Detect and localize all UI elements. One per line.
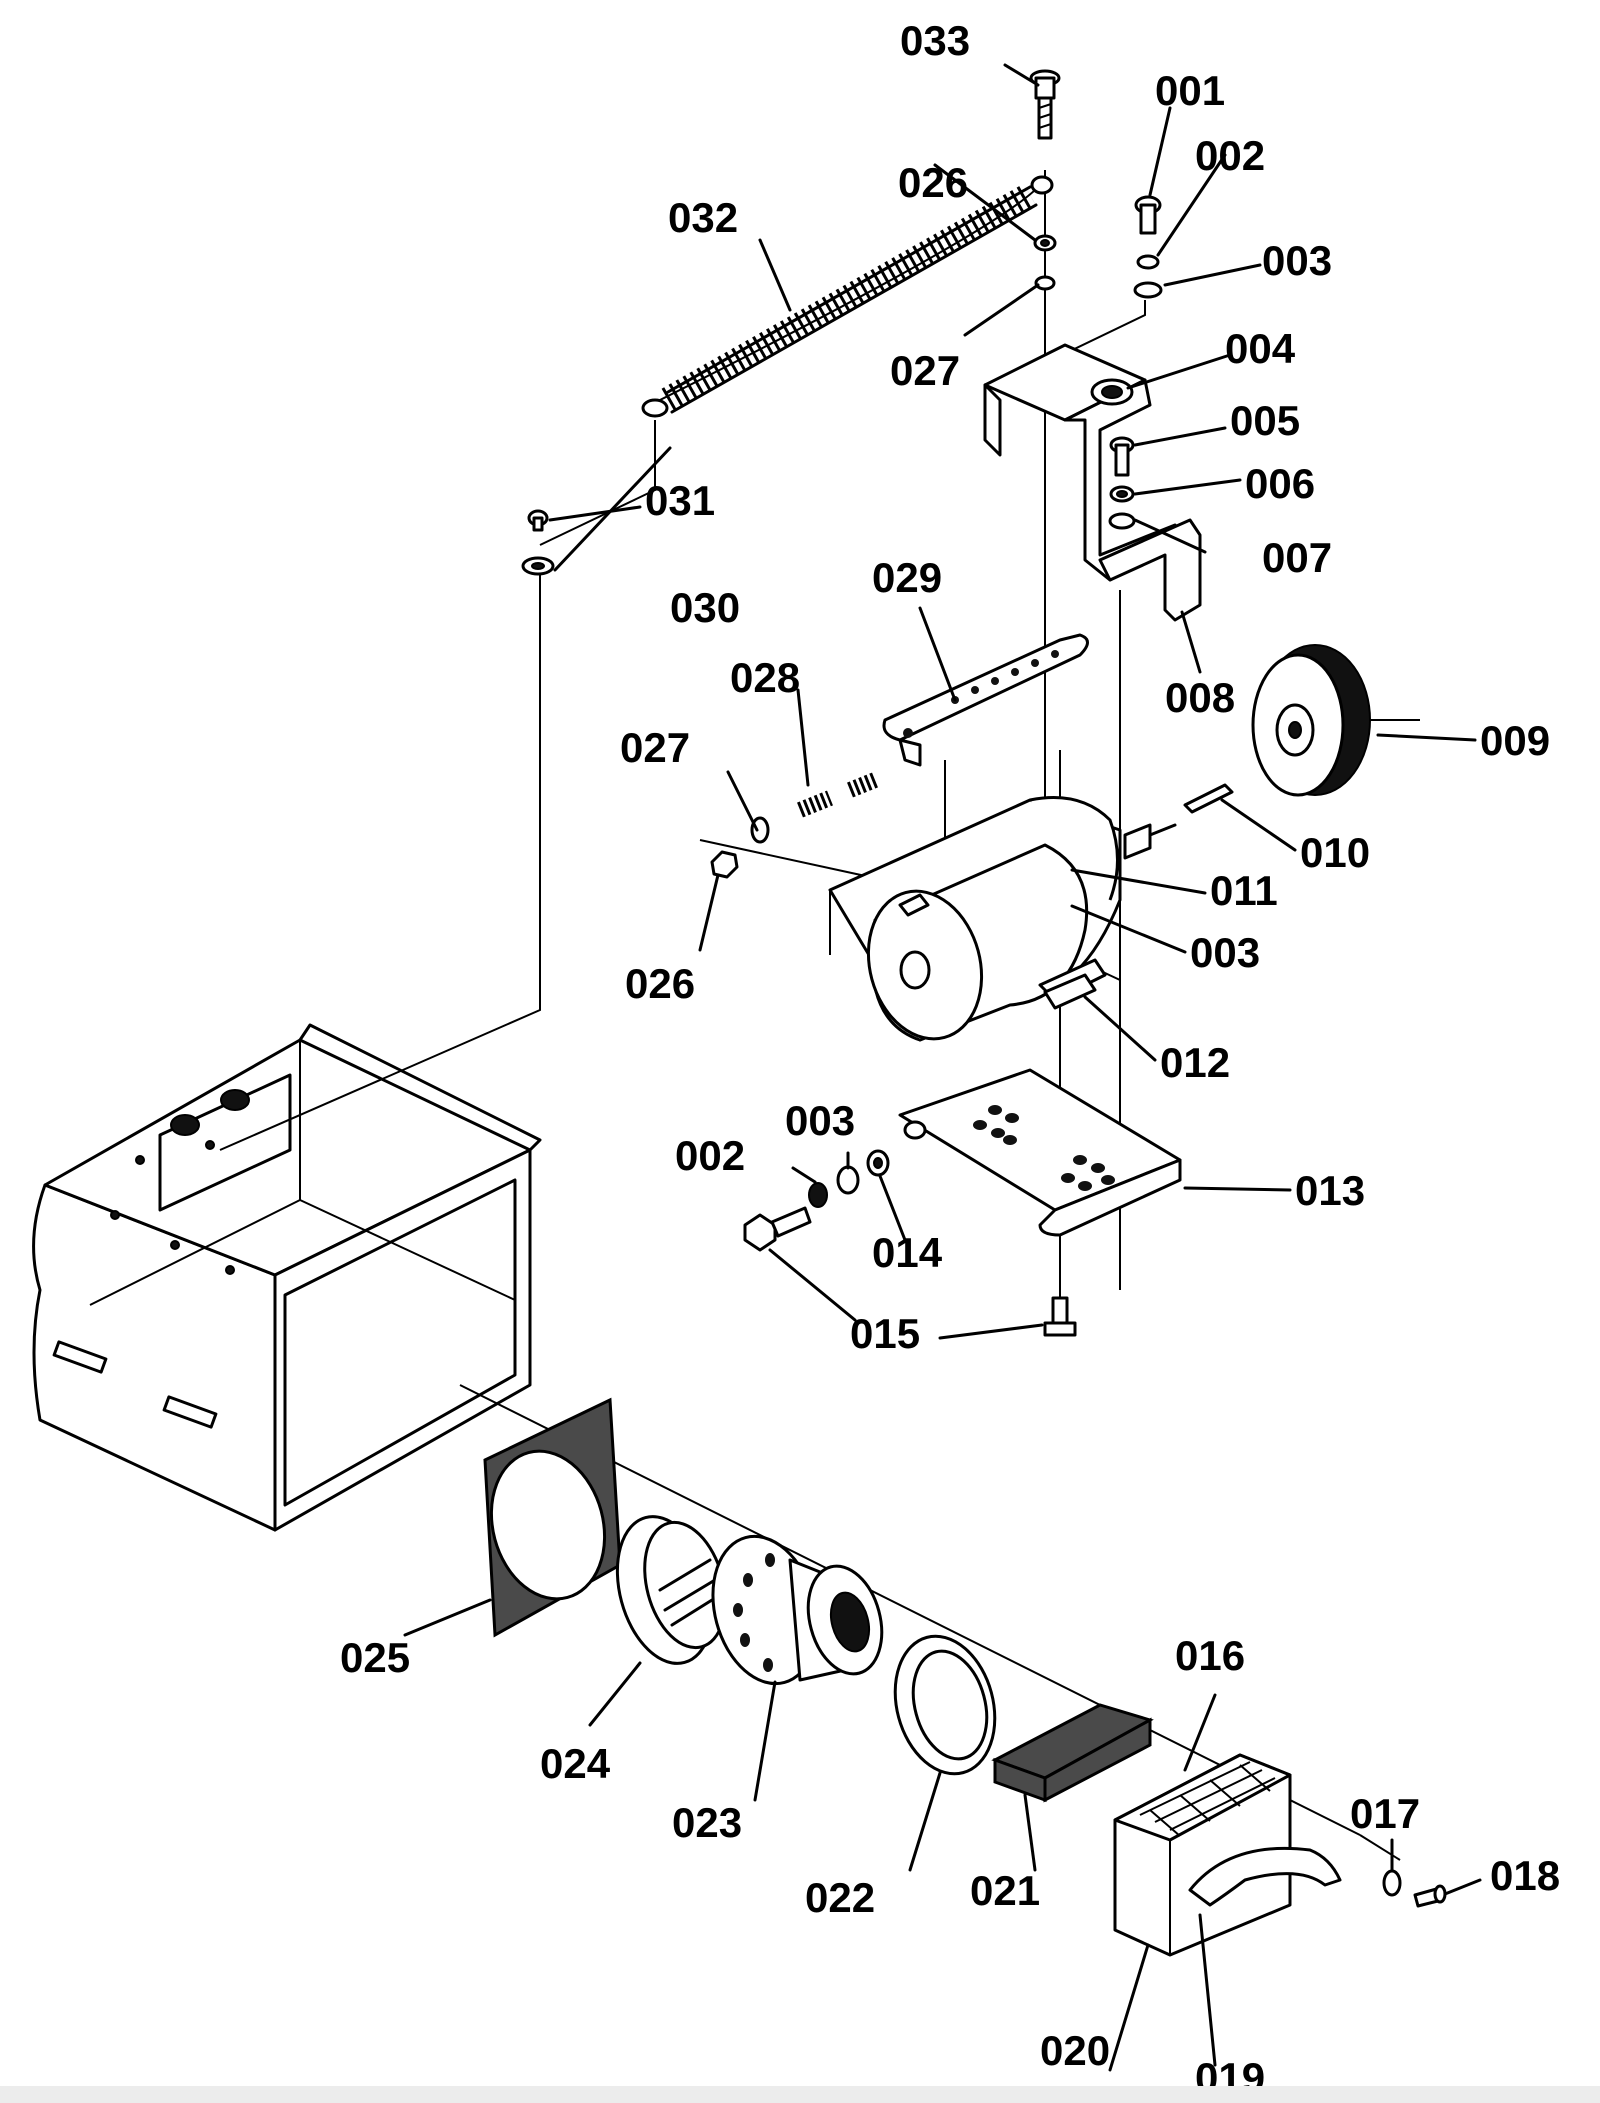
callout-015: 015 [850,1310,920,1357]
part-026-nut-left [710,850,739,879]
part-023-blower-wheel [711,1534,884,1686]
part-024-fan-shroud [615,1515,727,1665]
part-032-spring [641,175,1054,418]
part-004-bracket [983,343,1202,622]
callout-026-top: 026 [898,159,968,206]
callout-032: 032 [668,194,738,241]
part-026-washer-top [1033,234,1057,252]
part-013-base-plate [898,1068,1182,1237]
part-018-screw [1413,1884,1447,1908]
callout-008: 008 [1165,674,1235,721]
part-009-pulley [1251,644,1420,797]
part-031-screw [527,509,549,532]
callout-031: 031 [645,477,715,524]
callout-021: 021 [970,1867,1040,1914]
callout-003-left: 003 [785,1097,855,1144]
callout-011: 011 [1210,867,1278,914]
callout-001: 001 [1155,67,1225,114]
part-015-bolt [743,1206,812,1252]
callout-028: 028 [730,654,800,701]
part-025-gasket [483,1397,622,1638]
part-003-washer [1133,281,1163,299]
part-033-bolt [1029,69,1061,140]
part-001-screw [1134,195,1162,235]
callout-020: 020 [1040,2027,1110,2074]
callout-014: 014 [872,1229,943,1276]
callout-027-top: 027 [890,347,960,394]
part-027-washer-left [750,816,770,844]
callout-024: 024 [540,1740,611,1787]
part-002-lockwasher-left [808,1182,828,1208]
callout-005: 005 [1230,397,1300,444]
callout-006: 006 [1245,460,1315,507]
callout-030: 030 [670,584,740,631]
part-015-screw-bottom [1043,1296,1077,1337]
leader-lines [403,63,1482,2072]
callout-003-mid: 003 [1190,929,1260,976]
part-012-clip [1043,973,1097,1010]
callout-018: 018 [1490,1852,1560,1899]
callout-025: 025 [340,1634,410,1681]
part-029-arm [882,633,1089,767]
callout-033: 033 [900,17,970,64]
callout-labels: 033 001 002 003 004 005 006 007 008 009 … [340,17,1560,2101]
callout-007: 007 [1262,534,1332,581]
callout-026-left: 026 [625,960,695,1007]
part-019-cover [1188,1846,1342,1907]
part-017-washer [1382,1869,1402,1897]
part-002-lockwasher [1136,254,1160,270]
part-020-filter-housing [1113,1753,1292,1957]
part-010-key [1183,783,1234,814]
part-021-foam-block [991,1703,1154,1803]
part-022-seal-ring [893,1634,997,1776]
callout-027-left: 027 [620,724,690,771]
part-007-washer [1108,512,1136,530]
callout-009: 009 [1480,717,1550,764]
callout-002-left: 002 [675,1132,745,1179]
callout-010: 010 [1300,829,1370,876]
callout-012: 012 [1160,1039,1230,1086]
part-003-washer-left [836,1165,860,1195]
callout-004: 004 [1225,325,1296,372]
callout-013: 013 [1295,1167,1365,1214]
part-014-spacer [866,1149,890,1177]
callout-022: 022 [805,1874,875,1921]
callout-029: 029 [872,554,942,601]
bottom-rule [0,2086,1600,2103]
callout-016: 016 [1175,1632,1245,1679]
motor [828,796,1177,1042]
part-030-washer [521,556,555,576]
part-005-screw [1109,436,1135,477]
part-006-lockwasher [1109,485,1135,503]
cabinet-housing [32,1023,542,1532]
callout-002-top: 002 [1195,132,1265,179]
part-027-washer-top [1034,275,1056,291]
callout-017: 017 [1350,1790,1420,1837]
callout-023: 023 [672,1799,742,1846]
callout-003-top: 003 [1262,237,1332,284]
part-028-spring-pair [797,772,878,818]
